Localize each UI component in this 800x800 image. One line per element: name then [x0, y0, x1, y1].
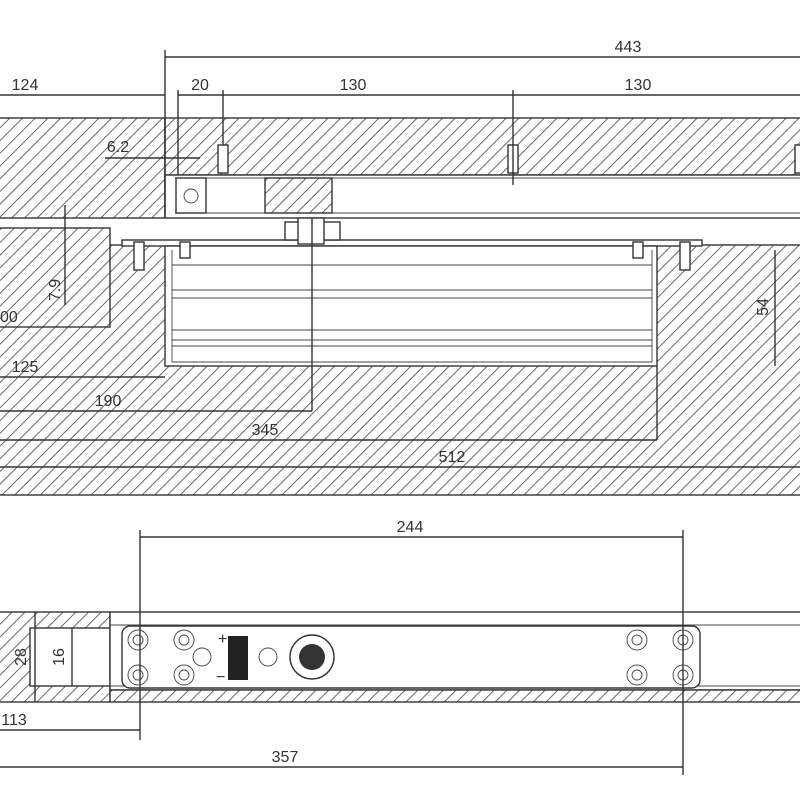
- dim-443: 443: [615, 39, 642, 56]
- plan-view: + − 244 28 16 113 357: [0, 519, 800, 775]
- ceiling-left: [0, 117, 166, 219]
- left-inset: [0, 227, 111, 328]
- dim-54: 54: [755, 298, 772, 316]
- screw-icon: [133, 241, 145, 271]
- end-screw-icon: [183, 188, 199, 204]
- dim-130-b: 130: [625, 77, 652, 94]
- dim-6-2: 6.2: [107, 139, 129, 156]
- dim-16: 16: [51, 648, 68, 666]
- plus-sign: +: [218, 631, 227, 648]
- dim-20: 20: [191, 77, 209, 94]
- dim-130-a: 130: [340, 77, 367, 94]
- screw-icon: [217, 144, 229, 174]
- screw-icon: [179, 241, 191, 259]
- dim-244: 244: [397, 519, 424, 536]
- closer-plate: [121, 625, 701, 689]
- dim-124: 124: [12, 77, 39, 94]
- spindle: [297, 217, 325, 245]
- screw-icon: [794, 144, 800, 174]
- label-plate: [228, 636, 248, 680]
- ceiling-right: [164, 117, 800, 176]
- dim-125: 125: [12, 359, 39, 376]
- minus-sign: −: [216, 669, 225, 686]
- spindle-outer: [289, 634, 335, 680]
- rail-end-cap: [175, 177, 207, 214]
- rail-block: [264, 177, 333, 214]
- screw-icon: [679, 241, 691, 271]
- rail-channel: [164, 174, 800, 219]
- section-view: 443 124 20 130 130 6.2 7.9 00 125 190 34…: [0, 39, 800, 496]
- dimension-lines: [0, 50, 800, 468]
- spindle-icon: [299, 644, 325, 670]
- cover-plate: [121, 239, 703, 247]
- dim-190: 190: [95, 393, 122, 410]
- frame-inset: [29, 627, 111, 687]
- screw-icon: [632, 241, 644, 259]
- rail-bottom-strip: [109, 689, 800, 703]
- dim-7-9: 7.9: [47, 279, 64, 301]
- dim-512: 512: [439, 449, 466, 466]
- closer-body-lines: [171, 250, 653, 363]
- adjust-valve-icon: [192, 647, 212, 667]
- dim-357: 357: [272, 749, 299, 766]
- dim-345: 345: [252, 422, 279, 439]
- dim-100-partial: 00: [0, 309, 18, 326]
- dim-28: 28: [13, 648, 30, 666]
- adjust-valve-icon: [258, 647, 278, 667]
- closer-body: [164, 245, 658, 367]
- plan-dimension-lines: [0, 530, 684, 775]
- dim-113: 113: [1, 712, 27, 729]
